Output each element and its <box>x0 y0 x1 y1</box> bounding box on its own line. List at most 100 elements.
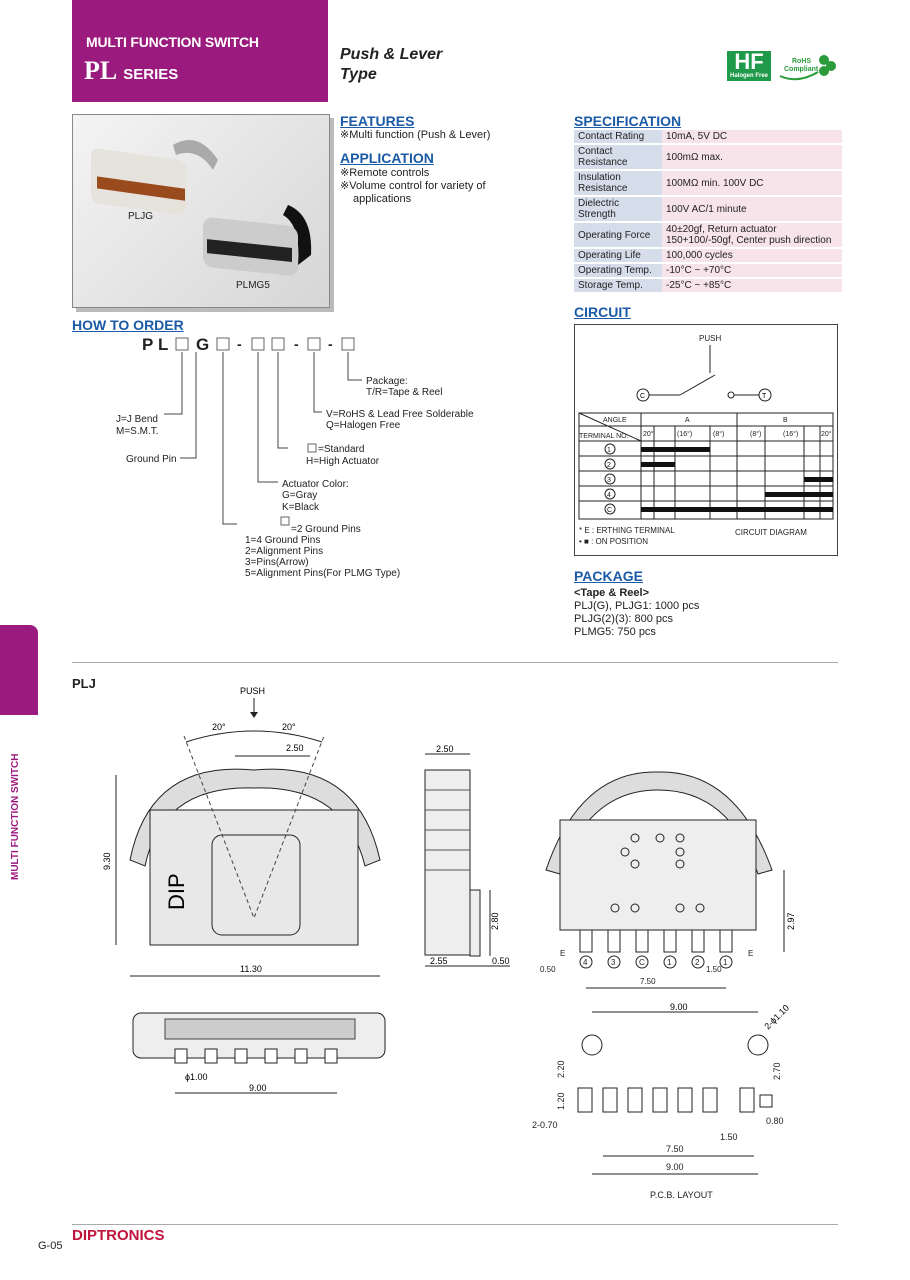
svg-text:RoHS: RoHS <box>792 58 811 65</box>
svg-text:E: E <box>748 949 753 958</box>
circuit-title: CIRCUIT <box>574 304 631 320</box>
package-line: PLJG(2)(3): 800 pcs <box>574 613 674 625</box>
svg-text:B: B <box>783 417 788 424</box>
how-to-order-title: HOW TO ORDER <box>72 317 184 333</box>
svg-text:C: C <box>607 507 612 514</box>
svg-text:P: P <box>142 335 153 354</box>
circuit-diagram: PUSH C T ANGLE <box>574 324 838 556</box>
feature-item: ※Multi function (Push & Lever) <box>340 129 491 141</box>
svg-text:5=Alignment Pins(For PLMG Type: 5=Alignment Pins(For PLMG Type) <box>245 568 400 579</box>
pcb-layout-drawing: 9.00 2-ϕ1.10 2.20 1.20 2.70 0.80 2-0.70 … <box>532 1002 791 1200</box>
front-view-drawing: PUSH 20° 20° 2.50 DIP 9.30 11.30 <box>102 686 381 977</box>
svg-text:A: A <box>685 417 690 424</box>
svg-text:Q=Halogen Free: Q=Halogen Free <box>326 420 401 431</box>
table-row: Storage Temp.-25°C ~ +85°C <box>574 278 842 294</box>
svg-text:0.80: 0.80 <box>766 1116 784 1126</box>
svg-text:2=Alignment Pins: 2=Alignment Pins <box>245 546 323 557</box>
svg-text:J=J Bend: J=J Bend <box>116 414 158 425</box>
svg-text:2.50: 2.50 <box>286 743 304 753</box>
clover-icon: RoHS Compliant <box>779 55 836 81</box>
brand-logo: DIPTRONICS <box>72 1227 165 1244</box>
svg-text:(16°): (16°) <box>783 430 798 438</box>
svg-text:Ground Pin: Ground Pin <box>126 454 177 465</box>
svg-text:ANGLE: ANGLE <box>603 417 627 424</box>
top-view-drawing: ϕ1.00 9.00 <box>132 1012 386 1094</box>
svg-text:P.C.B. LAYOUT: P.C.B. LAYOUT <box>650 1190 713 1200</box>
svg-text:1: 1 <box>607 447 611 454</box>
svg-text:11.30: 11.30 <box>240 964 262 974</box>
photo-label-plmg5: PLMG5 <box>236 280 270 291</box>
svg-text:9.00: 9.00 <box>249 1083 267 1093</box>
divider <box>72 662 838 663</box>
svg-text:PUSH: PUSH <box>699 334 721 343</box>
type-line-1: Push & Lever <box>340 46 443 63</box>
svg-text:1: 1 <box>723 958 728 967</box>
svg-text:K=Black: K=Black <box>282 502 320 513</box>
application-item: ※Volume control for variety of <box>340 180 486 192</box>
svg-text:TERMINAL NO.: TERMINAL NO. <box>579 433 629 440</box>
svg-text:G=Gray: G=Gray <box>282 490 317 501</box>
svg-text:20°: 20° <box>212 722 226 732</box>
svg-text:3=Pins(Arrow): 3=Pins(Arrow) <box>245 557 309 568</box>
photo-label-pljg: PLJG <box>128 211 153 222</box>
svg-text:E: E <box>560 949 565 958</box>
svg-text:0.50: 0.50 <box>492 956 510 966</box>
specification-title: SPECIFICATION <box>574 113 682 129</box>
svg-text:3: 3 <box>607 477 611 484</box>
rohs-badge: RoHS Compliant <box>778 52 836 82</box>
svg-text:0.50: 0.50 <box>540 965 556 974</box>
svg-text:4: 4 <box>583 958 588 967</box>
svg-text:-: - <box>294 336 299 352</box>
svg-text:T: T <box>762 393 767 400</box>
drawing-title: PLJ <box>72 676 96 691</box>
side-label: MULTI FUNCTION SWITCH <box>10 753 21 880</box>
svg-text:2.20: 2.20 <box>556 1060 566 1078</box>
order-code-diagram: P L G - - - Package: T/R=Tape & Reel V=R… <box>116 335 474 579</box>
application-item: applications <box>353 193 412 205</box>
side-tab <box>0 625 38 715</box>
svg-text:1.50: 1.50 <box>706 965 722 974</box>
svg-text:Compliant: Compliant <box>784 66 819 73</box>
svg-text:Actuator Color:: Actuator Color: <box>282 479 349 490</box>
svg-text:=Standard: =Standard <box>318 444 364 455</box>
svg-text:(16°): (16°) <box>677 430 692 438</box>
svg-text:1.50: 1.50 <box>720 1132 738 1142</box>
svg-text:2: 2 <box>607 462 611 469</box>
svg-text:9.00: 9.00 <box>670 1002 688 1012</box>
package-line: <Tape & Reel> <box>574 587 649 599</box>
product-photo: PLJG PLMG5 <box>72 114 330 308</box>
package-line: PLMG5: 750 pcs <box>574 626 656 638</box>
features-title: FEATURES <box>340 113 415 129</box>
svg-text:H=High Actuator: H=High Actuator <box>306 456 380 467</box>
bottom-view-drawing: 4 3 C 1 2 1 E E 0.50 1.50 7.50 2.97 <box>540 771 796 989</box>
svg-text:2.70: 2.70 <box>772 1062 782 1080</box>
svg-text:7.50: 7.50 <box>666 1144 684 1154</box>
category-title: MULTI FUNCTION SWITCH <box>86 34 259 50</box>
svg-text:4: 4 <box>607 492 611 499</box>
svg-text:CIRCUIT DIAGRAM: CIRCUIT DIAGRAM <box>735 528 807 537</box>
footer-divider <box>72 1224 838 1225</box>
svg-text:1: 1 <box>667 958 672 967</box>
svg-text:20°: 20° <box>282 722 296 732</box>
svg-text:7.50: 7.50 <box>640 977 656 986</box>
svg-text:L: L <box>158 335 168 354</box>
svg-text:C: C <box>639 958 645 967</box>
svg-text:(8°): (8°) <box>713 430 724 438</box>
svg-text:-: - <box>328 336 333 352</box>
svg-text:DIP: DIP <box>164 873 189 910</box>
svg-text:-: - <box>237 336 242 352</box>
svg-text:2.80: 2.80 <box>490 912 500 930</box>
svg-text:2.50: 2.50 <box>436 744 454 754</box>
svg-text:2.55: 2.55 <box>430 956 448 966</box>
package-title: PACKAGE <box>574 568 643 584</box>
table-row: Operating Temp.-10°C ~ +70°C <box>574 263 842 279</box>
svg-text:G: G <box>196 335 209 354</box>
